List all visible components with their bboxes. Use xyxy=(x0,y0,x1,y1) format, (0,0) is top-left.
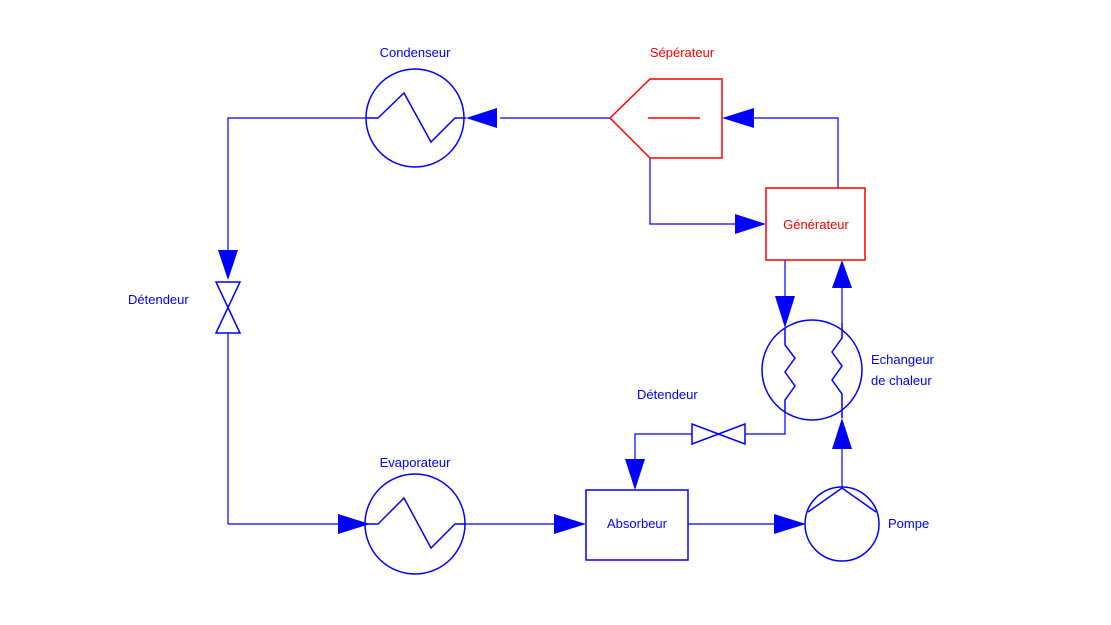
pipe-exchanger-to-valve xyxy=(745,413,786,435)
arrow-into-separator xyxy=(722,108,754,128)
label-absorbeur: Absorbeur xyxy=(607,516,668,531)
generator-box xyxy=(765,187,866,261)
pump-circle xyxy=(804,486,880,562)
heat-exchanger-circle xyxy=(761,319,863,421)
arrow-into-generator xyxy=(735,214,766,234)
arrow-up-to-exchanger xyxy=(832,418,852,449)
heat-exchanger xyxy=(761,319,863,421)
label-echangeur-line1: Echangeur xyxy=(871,352,935,367)
expansion-valve-bottom-symbol xyxy=(691,422,746,446)
label-echangeur-line2: de chaleur xyxy=(871,373,932,388)
evaporator-circle xyxy=(364,473,466,575)
evaporator-coil xyxy=(366,496,466,550)
separator-vessel xyxy=(608,78,723,159)
absorber-box xyxy=(585,489,689,561)
label-evaporateur: Evaporateur xyxy=(380,455,451,470)
label-condenseur: Condenseur xyxy=(380,45,451,60)
pipe-valve-to-absorber xyxy=(634,433,692,460)
pump-chevron xyxy=(807,487,877,513)
pipes xyxy=(227,117,843,525)
arrowheads xyxy=(218,108,852,534)
expansion-valve-bottom xyxy=(691,422,746,446)
label-generateur: Générateur xyxy=(783,217,849,232)
condenser-circle xyxy=(365,68,465,168)
arrow-into-absorber xyxy=(554,514,586,534)
arrow-down-to-expansion xyxy=(218,250,238,280)
pump xyxy=(804,486,880,562)
expansion-valve-left-symbol xyxy=(214,281,242,334)
evaporator xyxy=(364,473,466,575)
arrow-up-to-generator xyxy=(832,260,852,288)
label-detendeur-bottom: Détendeur xyxy=(637,387,698,402)
label-detendeur-left: Détendeur xyxy=(128,292,189,307)
label-separateur: Sépérateur xyxy=(650,45,715,60)
arrow-into-pump xyxy=(774,514,806,534)
expansion-valve-left xyxy=(214,281,242,334)
condenser-coil xyxy=(366,91,466,144)
arrow-down-to-exchanger xyxy=(775,296,795,328)
arrow-into-condenser xyxy=(466,108,497,128)
arrow-into-evaporator xyxy=(338,514,370,534)
pipe-generator-to-separator xyxy=(752,117,839,188)
heat-exchanger-coil-right xyxy=(831,323,843,418)
arrow-down-to-absorber xyxy=(625,459,645,490)
heat-exchanger-coil-left xyxy=(784,328,796,413)
pipe-condenser-to-expansion xyxy=(227,117,366,250)
label-pompe: Pompe xyxy=(888,516,929,531)
pipe-separator-to-generator xyxy=(649,158,738,225)
labels: Condenseur Sépérateur Générateur Détende… xyxy=(128,45,935,531)
condenser xyxy=(365,68,466,168)
